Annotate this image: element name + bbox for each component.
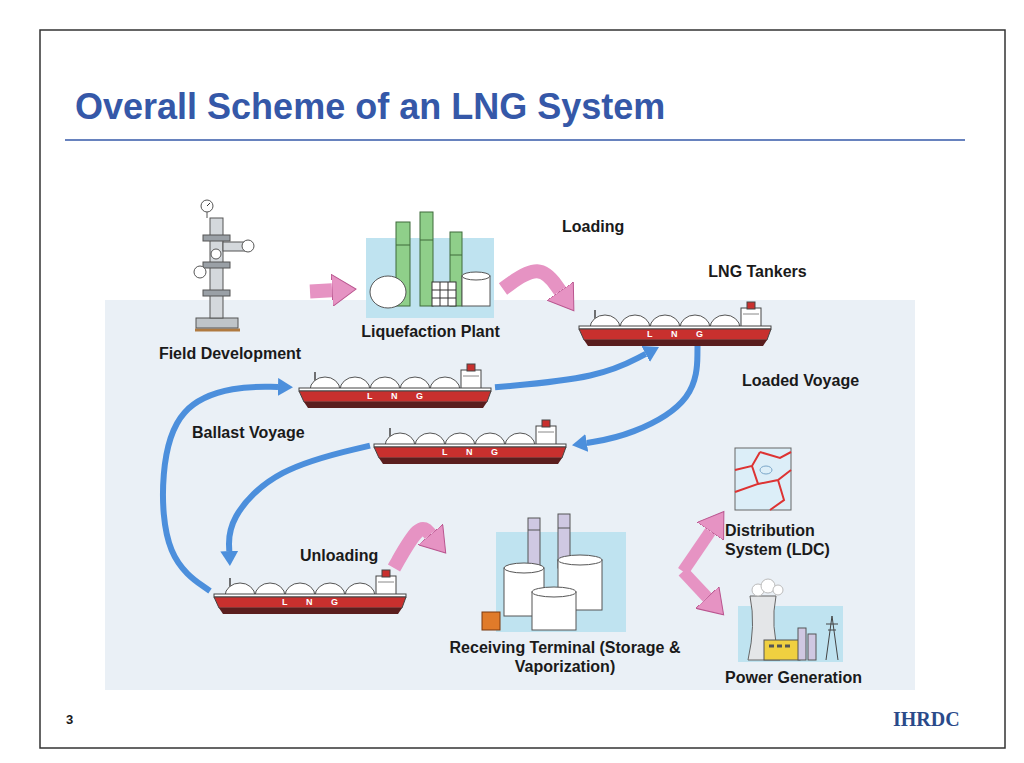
- art-part: [420, 240, 433, 241]
- terminal-node: Receiving Terminal (Storage & Vaporizati…: [447, 512, 683, 682]
- power-node: Power Generation: [725, 575, 885, 693]
- hull-lettering: L N G: [370, 447, 570, 458]
- field-node: Field Development: [150, 198, 310, 368]
- art-part: [773, 585, 783, 595]
- hull-lettering: L N G: [295, 391, 495, 402]
- hull-lettering: L N G: [575, 329, 775, 340]
- tanker-ship: [579, 302, 771, 346]
- voyage-arrow: [229, 446, 370, 551]
- power-plant-icon: [738, 579, 843, 662]
- art-part: [396, 245, 410, 246]
- process-arrow: [394, 529, 430, 568]
- art-part: [203, 235, 230, 241]
- art-part: [760, 466, 772, 474]
- flow-label: Ballast Voyage: [190, 424, 307, 442]
- art-part: [194, 266, 206, 278]
- art-part: [450, 255, 462, 256]
- art-part: [504, 563, 544, 573]
- ship-node: L N G: [295, 362, 495, 408]
- art-part: [432, 282, 456, 306]
- flow-label: Loaded Voyage: [740, 372, 861, 390]
- art-part: [528, 528, 570, 530]
- distribution-node: Distribution System (LDC): [725, 445, 850, 563]
- art-part: [528, 518, 540, 568]
- voyage-arrow: [495, 354, 646, 387]
- art-part: [826, 616, 838, 660]
- ship-node: L N G: [210, 568, 410, 614]
- distribution-map-icon: [735, 448, 791, 510]
- tanker-node: LNG Tankers L N G: [575, 262, 820, 346]
- art-part: [798, 628, 806, 660]
- art-part: [432, 282, 456, 306]
- flow-label: Unloading: [298, 547, 380, 565]
- receiving-terminal-icon: [482, 514, 626, 632]
- flow-label: Loading: [560, 218, 626, 236]
- art-part: [735, 452, 791, 510]
- liquefaction-plant-icon: [366, 212, 494, 318]
- art-part: [808, 634, 816, 660]
- art-part: [420, 212, 433, 306]
- publisher-mark: IHRDC: [893, 708, 960, 731]
- art-part: [764, 640, 800, 660]
- art-part: [201, 200, 213, 212]
- art-part: [370, 276, 406, 308]
- art-part: [769, 645, 790, 648]
- node-label: LNG Tankers: [695, 262, 820, 281]
- node-label: Field Development: [150, 344, 310, 363]
- title-rule: [65, 139, 965, 141]
- hull-lettering: L N G: [210, 597, 410, 608]
- slide-title: Overall Scheme of an LNG System: [75, 86, 665, 128]
- tanker-ship: [214, 570, 406, 614]
- voyage-arrow: [163, 387, 278, 591]
- node-label: Distribution System (LDC): [725, 521, 850, 559]
- art-part: [735, 448, 791, 510]
- art-part: [203, 290, 230, 296]
- art-part: [532, 592, 576, 630]
- slide-frame: [40, 30, 1005, 748]
- art-part: [532, 587, 576, 597]
- page-number: 3: [66, 712, 73, 727]
- art-part: [242, 240, 254, 252]
- wellhead-icon: [194, 200, 254, 330]
- tanker-ship: [299, 364, 491, 408]
- art-part: [196, 318, 238, 328]
- ship-node: L N G: [370, 418, 570, 464]
- art-part: [195, 329, 240, 332]
- process-arrow: [310, 290, 332, 291]
- art-part: [462, 272, 490, 280]
- art-part: [203, 262, 230, 268]
- node-label: Liquefaction Plant: [358, 322, 503, 341]
- art-part: [211, 249, 221, 259]
- art-part: [558, 555, 602, 565]
- tanker-ship: [374, 420, 566, 464]
- background-panel: [105, 300, 915, 690]
- node-label: Receiving Terminal (Storage & Vaporizati…: [447, 638, 683, 676]
- art-part: [482, 612, 500, 630]
- plant-node: Liquefaction Plant: [358, 205, 503, 345]
- process-arrow: [503, 271, 560, 291]
- node-label: Power Generation: [725, 668, 885, 687]
- process-arrow: [683, 531, 710, 571]
- process-arrow: [683, 572, 707, 598]
- art-part: [207, 203, 210, 206]
- voyage-arrow: [587, 346, 698, 443]
